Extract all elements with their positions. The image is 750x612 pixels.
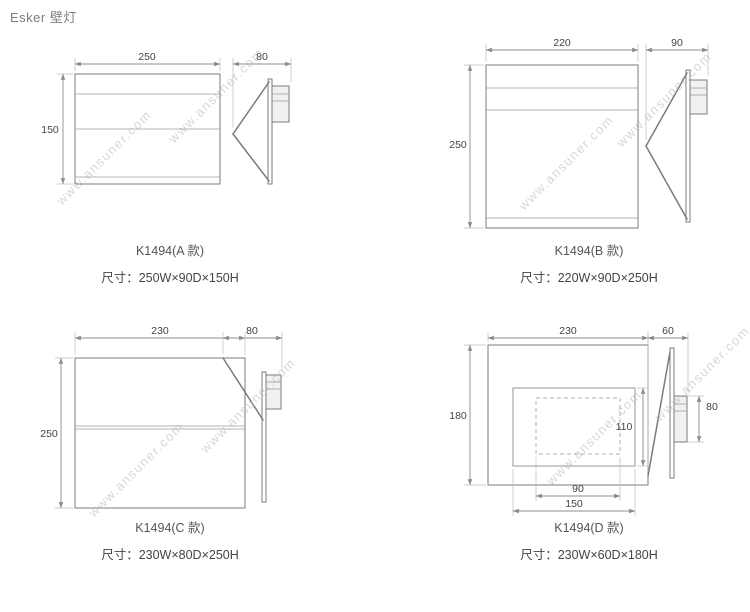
dim-backplate-height: 80 — [688, 395, 718, 443]
drawing-c-svg: 230 250 80 — [40, 325, 283, 509]
dim-height-value: 150 — [41, 124, 59, 136]
dim-inner-width-value: 90 — [572, 483, 584, 495]
dim-height-value: 180 — [449, 410, 467, 422]
model-name-d: K1494(D 款) — [554, 521, 624, 535]
model-name-a: K1494(A 款) — [135, 244, 205, 258]
dim-width: 220 — [485, 37, 639, 62]
dim-width: 250 — [74, 51, 221, 71]
drawing-panel-a: 250 150 80 — [40, 34, 300, 234]
side-view — [232, 78, 290, 185]
dim-inner-width: 90 — [535, 457, 621, 501]
dim-inner-height: 110 — [616, 387, 648, 467]
dim-height: 250 — [40, 357, 73, 509]
drawing-panel-c: 230 250 80 — [40, 316, 300, 521]
dim-width-value: 230 — [151, 325, 169, 337]
caption-c: K1494(C 款) 尺寸：230W×80D×250H — [40, 517, 300, 563]
drawing-panel-d: 230 180 110 90 150 — [448, 316, 730, 531]
dim-depth: 60 — [647, 325, 689, 472]
size-label-c: 尺寸：230W×80D×250H — [101, 548, 239, 562]
front-view — [74, 357, 246, 509]
side-view — [647, 347, 688, 479]
dim-depth-value: 80 — [246, 325, 258, 337]
front-view — [487, 344, 649, 486]
side-view — [222, 357, 282, 503]
dim-height-value: 250 — [40, 428, 58, 440]
dim-width: 230 — [487, 325, 649, 342]
dim-height-value: 250 — [449, 139, 467, 151]
page-title: Esker 壁灯 — [10, 10, 77, 25]
caption-d: K1494(D 款) 尺寸：230W×60D×180H — [448, 517, 730, 563]
dim-depth: 90 — [645, 37, 709, 140]
dim-height: 180 — [449, 344, 486, 486]
dim-plate-width-value: 150 — [565, 498, 583, 510]
dim-depth: 80 — [232, 51, 292, 128]
size-label-a: 尺寸：250W×90D×150H — [101, 271, 239, 285]
dim-width: 230 — [74, 325, 246, 355]
drawing-b-svg: 220 250 90 — [449, 37, 709, 229]
caption-a: K1494(A 款) 尺寸：250W×90D×150H — [40, 240, 300, 286]
model-name-c: K1494(C 款) — [135, 521, 205, 535]
front-view — [485, 64, 639, 229]
drawing-a-svg: 250 150 80 — [41, 51, 292, 185]
dim-depth-value: 90 — [671, 37, 683, 49]
dim-height: 250 — [449, 64, 484, 229]
side-view — [645, 69, 708, 223]
drawing-panel-b: 220 250 90 — [448, 28, 730, 243]
dim-height: 150 — [41, 73, 73, 185]
dim-width-value: 250 — [138, 51, 156, 63]
dim-depth-value: 80 — [256, 51, 268, 63]
front-view — [74, 73, 221, 185]
dim-width-value: 220 — [553, 37, 571, 49]
dim-inner-height-value: 110 — [616, 421, 633, 433]
size-label-b: 尺寸：220W×90D×250H — [520, 271, 658, 285]
dim-backplate-height-value: 80 — [706, 401, 718, 413]
caption-b: K1494(B 款) 尺寸：220W×90D×250H — [448, 240, 730, 286]
dim-plate-width: 150 — [512, 469, 636, 516]
model-name-b: K1494(B 款) — [554, 244, 624, 258]
dim-width-value: 230 — [559, 325, 577, 337]
dim-depth: 80 — [222, 325, 283, 371]
size-label-d: 尺寸：230W×60D×180H — [520, 548, 658, 562]
drawing-d-svg: 230 180 110 90 150 — [449, 325, 718, 516]
dim-depth-value: 60 — [662, 325, 674, 337]
